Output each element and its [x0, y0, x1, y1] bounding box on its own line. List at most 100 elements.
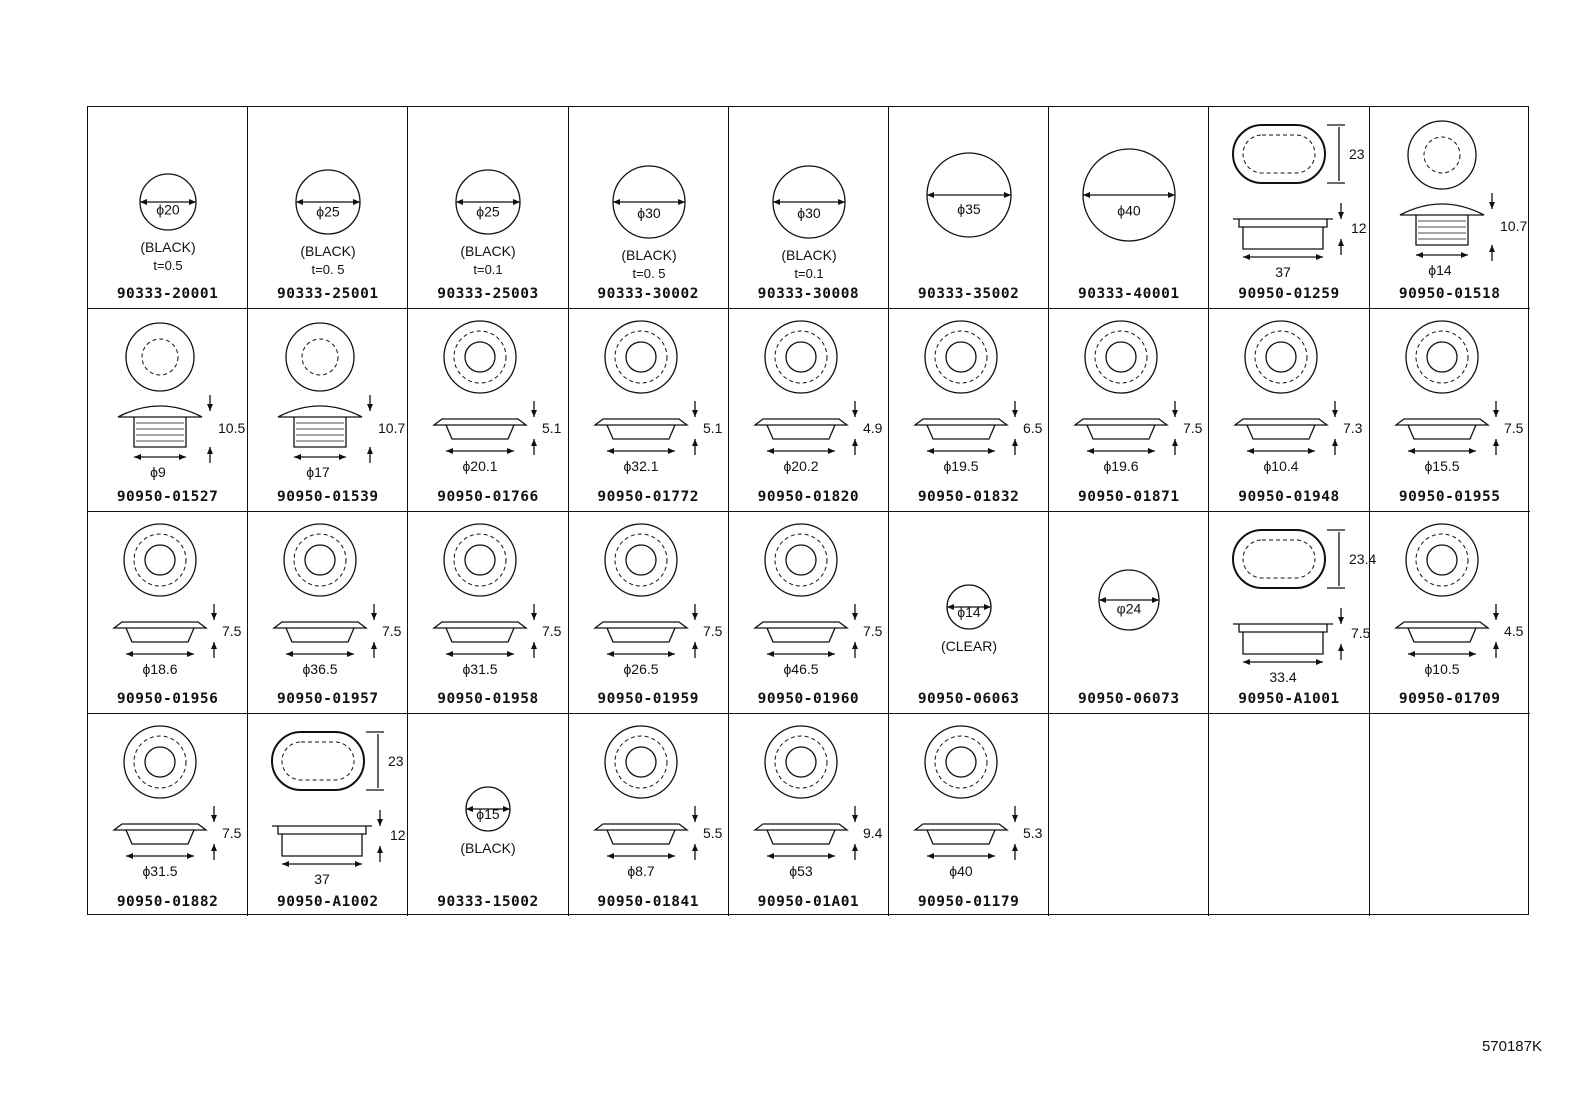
height-label: 5.5 — [703, 825, 723, 841]
grommet-top-view — [443, 320, 518, 394]
width-label: ϕ32.1 — [623, 458, 658, 474]
part-drawing: ϕ40 — [1082, 148, 1176, 242]
grommet-side-view — [913, 823, 1009, 845]
height-label: 5.1 — [542, 420, 562, 436]
height-label-1: 23 — [1349, 146, 1365, 162]
part-number: 90950-01259 — [1238, 286, 1340, 303]
oval-inner — [1242, 539, 1316, 578]
color-note: (CLEAR) — [941, 638, 997, 654]
part-drawing: ϕ25(BLACK)t=0. 5 — [295, 169, 361, 277]
height-label: 10.7 — [1500, 218, 1527, 234]
height-label: 7.3 — [1343, 420, 1363, 436]
grommet-side-view — [592, 418, 689, 440]
part-number: 90333-20001 — [116, 286, 219, 303]
part-drawing: ϕ25(BLACK)t=0.1 — [455, 169, 522, 277]
height-label: 6.5 — [1023, 420, 1043, 436]
oval-inner — [1242, 134, 1316, 174]
width-label: ϕ26.5 — [623, 661, 658, 677]
figure-code: 570187K — [1481, 1038, 1542, 1055]
color-note: (BLACK) — [461, 840, 516, 856]
height-label-2: 12 — [1351, 220, 1367, 236]
thickness-note: t=0. 5 — [632, 266, 665, 281]
height-label: 5.1 — [703, 420, 723, 436]
grommet-top-view — [764, 725, 838, 799]
cap-side-view — [117, 405, 203, 448]
grommet-top-view — [924, 320, 998, 394]
grommet-top-view — [603, 320, 678, 394]
part-number: 90333-25003 — [437, 286, 539, 303]
width-label: 33.4 — [1270, 669, 1297, 685]
width-label: ϕ19.5 — [943, 458, 978, 474]
diameter-label: ϕ25 — [316, 203, 340, 219]
part-number: 90333-35002 — [917, 286, 1020, 303]
diameter-label: ϕ20 — [156, 202, 180, 218]
grommet-top-view — [603, 725, 678, 799]
grommet-side-view — [272, 620, 369, 643]
part-number: 90950-01959 — [597, 690, 699, 707]
grommet-top-view — [764, 522, 838, 597]
grommet-side-view — [752, 823, 849, 845]
height-label: 7.5 — [222, 825, 242, 841]
oval-outer — [1232, 528, 1327, 589]
part-drawing: ϕ30(BLACK)t=0.1 — [772, 165, 846, 281]
part-drawing: 6.5 ϕ19.5 — [913, 320, 1043, 474]
grommet-side-view — [432, 620, 529, 643]
part-number: 90950-01820 — [757, 488, 860, 505]
height-label: 7.5 — [1504, 420, 1524, 436]
cap-top-view — [285, 322, 355, 392]
height-label: 5.3 — [1023, 825, 1043, 841]
thickness-note: t=0.1 — [794, 266, 823, 281]
height-label-2: 7.5 — [1351, 625, 1371, 641]
diameter-label: ϕ35 — [957, 201, 981, 217]
cap-top-view — [1406, 120, 1477, 190]
oval-side-view — [1233, 218, 1334, 250]
thickness-note: t=0.5 — [153, 258, 182, 273]
grommet-side-view — [913, 418, 1009, 440]
part-number: 90333-25001 — [277, 286, 379, 303]
part-number: 90950-01766 — [437, 488, 539, 505]
grommet-side-view — [592, 620, 689, 643]
height-label: 7.5 — [863, 623, 883, 639]
width-label: ϕ15.5 — [1424, 458, 1459, 474]
grommet-side-view — [112, 620, 208, 643]
height-label: 7.5 — [1183, 420, 1203, 436]
part-number: 90950-01709 — [1398, 690, 1501, 707]
part-number: 90333-30002 — [597, 286, 699, 303]
grommet-top-view — [1404, 320, 1479, 394]
color-note: (BLACK) — [781, 247, 836, 263]
height-label-1: 23.4 — [1349, 551, 1376, 567]
part-drawing: ϕ14(CLEAR) — [941, 583, 997, 654]
part-number: 90950-01527 — [116, 488, 219, 505]
empty-cell — [1049, 713, 1210, 916]
part-number: 90950-01179 — [917, 894, 1020, 910]
thickness-note: t=0.1 — [474, 262, 503, 277]
grommet-side-view — [752, 620, 849, 643]
width-label: ϕ36.5 — [303, 661, 338, 677]
color-note: (BLACK) — [621, 247, 676, 263]
diameter-label: ϕ30 — [637, 205, 661, 221]
part-drawing: 5.1 ϕ32.1 — [592, 320, 723, 474]
cap-top-view — [125, 322, 195, 392]
oval-outer — [1232, 124, 1327, 184]
part-number: 90950-01841 — [597, 894, 699, 910]
